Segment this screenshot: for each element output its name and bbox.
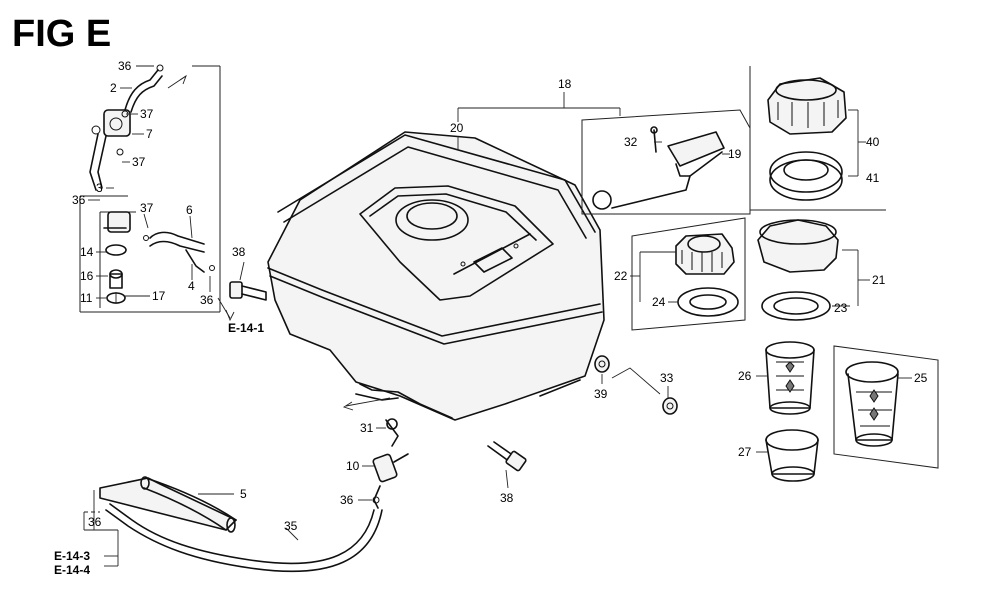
figure-title: FIG E — [12, 13, 111, 55]
callout-31: 31 — [360, 421, 374, 435]
fuel-filler-cap-group — [631, 217, 746, 331]
leader-lines — [83, 65, 912, 567]
callout-22: 22 — [614, 269, 628, 283]
callout-33: 33 — [660, 371, 674, 385]
fuel-gauge-group — [581, 109, 751, 215]
callout-40: 40 — [866, 135, 880, 149]
callout-27: 27 — [738, 445, 752, 459]
callout-19: 19 — [728, 147, 742, 161]
hose — [99, 476, 237, 533]
callout-17: 17 — [152, 289, 166, 303]
fuel-valve-assembly — [79, 64, 221, 313]
callout-20: 20 — [450, 121, 464, 135]
callout-37: 37 — [132, 155, 146, 169]
callout-11: 11 — [80, 291, 93, 305]
callout-35: 35 — [284, 519, 298, 533]
callout-36: 36 — [88, 515, 102, 529]
callout-7: 7 — [146, 127, 153, 141]
callout-36: 36 — [200, 293, 214, 307]
grommet-nut-group — [594, 355, 678, 415]
callout-3: 3 — [96, 181, 103, 195]
fuel-tank — [267, 131, 605, 421]
tank-bolt — [487, 441, 527, 472]
callout-32: 32 — [624, 135, 638, 149]
reference-e-14-1: E-14-1 — [228, 321, 264, 335]
callout-10: 10 — [346, 459, 360, 473]
callout-4: 4 — [188, 279, 195, 293]
callout-39: 39 — [594, 387, 608, 401]
callout-23: 23 — [834, 301, 848, 315]
callout-5: 5 — [240, 487, 247, 501]
callout-6: 6 — [186, 203, 193, 217]
callout-labels: 18 20 19 32 40 41 21 23 22 24 25 26 27 3… — [72, 59, 928, 533]
callout-37: 37 — [140, 107, 154, 121]
callout-21: 21 — [872, 273, 886, 287]
fuel-tube — [105, 503, 383, 573]
callout-16: 16 — [80, 269, 94, 283]
callout-25: 25 — [914, 371, 928, 385]
callout-2: 2 — [110, 81, 117, 95]
callout-36: 36 — [72, 193, 86, 207]
callout-38: 38 — [232, 245, 246, 259]
callout-37: 37 — [140, 201, 154, 215]
reference-labels: E-14-1 E-14-3 E-14-4 — [54, 321, 264, 577]
callout-41: 41 — [866, 171, 880, 185]
callout-36: 36 — [118, 59, 132, 73]
fuel-strainer-group — [765, 341, 939, 482]
tank-bolt — [229, 281, 267, 301]
callout-24: 24 — [652, 295, 666, 309]
callout-38: 38 — [500, 491, 514, 505]
tank-cap-group — [749, 66, 886, 211]
tank-cap-alt-group — [757, 219, 839, 321]
reference-e-14-3: E-14-3 — [54, 549, 90, 563]
callout-14: 14 — [80, 245, 94, 259]
callout-36: 36 — [340, 493, 354, 507]
callout-26: 26 — [738, 369, 752, 383]
drain-valve-group — [372, 418, 409, 509]
reference-e-14-4: E-14-4 — [54, 563, 90, 577]
callout-18: 18 — [558, 77, 572, 91]
